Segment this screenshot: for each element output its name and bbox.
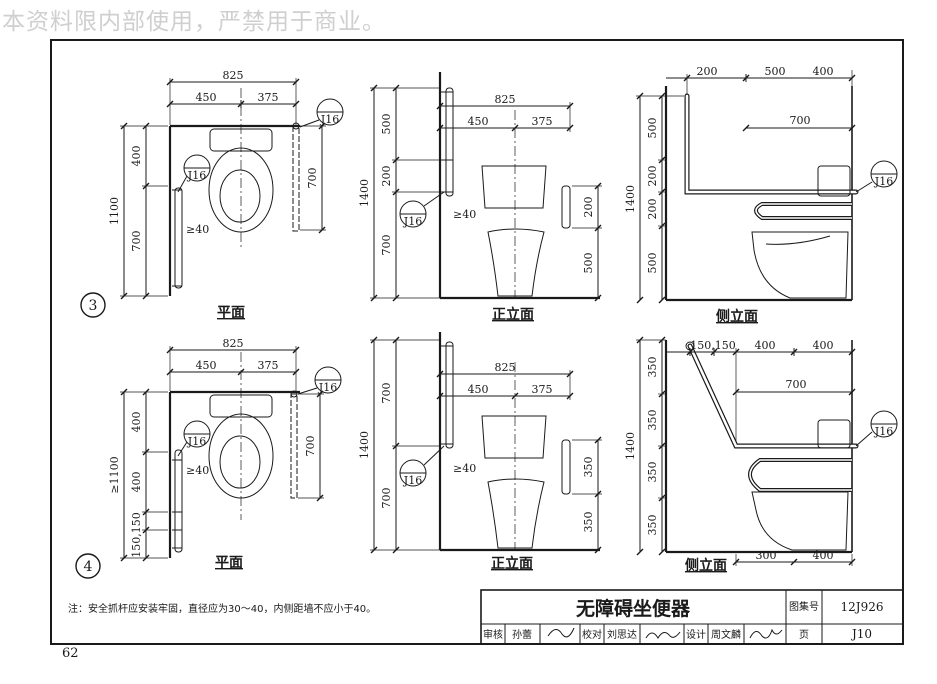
plan4-dim-b: 375 <box>258 359 279 372</box>
side4-dim-b1: 300 <box>756 549 777 562</box>
side3-dim-t1: 200 <box>697 65 718 78</box>
note-text: 注：安全抓杆应安装牢固，直径应为30～40，内侧距墙不应小于40。 <box>68 602 376 615</box>
side3-dim-t2: 500 <box>765 65 786 78</box>
plan-view-3 <box>80 78 344 318</box>
front3-dim-v2: 200 <box>380 166 393 187</box>
front-view-3 <box>370 72 602 302</box>
front3-dim-total: 825 <box>495 93 516 106</box>
side3-callout-label: J16 <box>874 175 893 188</box>
plan4-callout-top-label: J16 <box>318 381 337 394</box>
plan3-callout-left-label: J16 <box>187 169 206 182</box>
side3-dim-v-total: 1400 <box>624 185 637 213</box>
plan4-caption: 平面 <box>215 555 243 571</box>
side3-caption: 侧立面 <box>716 308 758 325</box>
side4-dim-v3: 350 <box>646 462 659 483</box>
plan4-dim-v2: 400 <box>130 472 143 493</box>
side4-dim-b2: 400 <box>813 549 834 562</box>
front4-dim-r2: 350 <box>582 512 595 533</box>
front3-dim-v1: 500 <box>380 114 393 135</box>
designer-signature <box>749 628 783 639</box>
front3-dim-b: 375 <box>532 115 553 128</box>
checker-signature <box>645 631 681 639</box>
plan3-dim-total: 825 <box>223 69 244 82</box>
side4-dim-v1: 350 <box>646 357 659 378</box>
page-number: 62 <box>62 646 79 661</box>
front4-callout-label: J16 <box>403 474 422 487</box>
side4-callout-label: J16 <box>874 425 893 438</box>
plan4-dim-v-total: ≥1100 <box>108 456 121 493</box>
front-view-4 <box>370 332 602 554</box>
side4-dim-mid: 700 <box>786 378 807 391</box>
designer-name: 周文麟 <box>711 628 741 641</box>
plan3-dim-a: 450 <box>196 91 217 104</box>
reviewer-signature <box>547 627 575 638</box>
reviewer-name: 孙蕾 <box>512 628 532 641</box>
side-view-3 <box>636 70 898 304</box>
atlas-number: 12J926 <box>841 600 884 614</box>
side3-dim-v2: 200 <box>646 166 659 187</box>
plan3-dim-bar: 700 <box>306 168 319 189</box>
front4-dim-v-total: 1400 <box>358 431 371 459</box>
plan3-dim-v1: 400 <box>130 146 143 167</box>
title-block <box>480 589 904 645</box>
page-code: J10 <box>850 627 872 641</box>
side4-dim-t2: 400 <box>755 339 776 352</box>
side4-dim-t1: 150,150 <box>690 339 736 352</box>
front3-dim-gap: ≥40 <box>453 208 476 221</box>
front3-callout-label: J16 <box>403 215 422 228</box>
row4-badge: 4 <box>84 559 93 575</box>
side3-dim-v4: 500 <box>646 253 659 274</box>
front4-dim-r1: 350 <box>582 457 595 478</box>
plan4-dim-gap: ≥40 <box>186 464 209 477</box>
front4-caption: 正立面 <box>491 555 533 572</box>
front3-dim-r2: 500 <box>582 253 595 274</box>
side3-dim-mid: 700 <box>790 114 811 127</box>
front4-dim-v1: 700 <box>380 383 393 404</box>
front4-dim-v2: 700 <box>380 488 393 509</box>
side4-dim-v4: 350 <box>646 515 659 536</box>
plan3-callout-top-label: J16 <box>320 113 339 126</box>
front4-dim-a: 450 <box>468 383 489 396</box>
plan4-dim-bar: 700 <box>304 436 317 457</box>
front3-dim-r1: 200 <box>582 197 595 218</box>
check-label: 校对 <box>582 628 602 641</box>
plan3-caption: 平面 <box>217 305 245 321</box>
plan3-dim-gap: ≥40 <box>186 223 209 236</box>
front4-dim-total: 825 <box>495 361 516 374</box>
title-block-title: 无障碍坐便器 <box>576 597 691 620</box>
side3-dim-t3: 400 <box>813 65 834 78</box>
plan-view-4 <box>75 346 342 579</box>
side4-dim-t3: 400 <box>813 339 834 352</box>
side3-dim-v3: 200 <box>646 199 659 220</box>
page-label: 页 <box>799 629 809 641</box>
atlas-label: 图集号 <box>789 600 819 613</box>
plan3-dim-v2: 700 <box>130 231 143 252</box>
row3-badge: 3 <box>89 298 98 314</box>
side4-dim-v2: 350 <box>646 410 659 431</box>
side3-dim-v1: 500 <box>646 118 659 139</box>
plan4-dim-a: 450 <box>196 359 217 372</box>
side-view-4 <box>636 336 898 566</box>
front4-dim-b: 375 <box>532 383 553 396</box>
front3-dim-v3: 700 <box>380 235 393 256</box>
plan4-dim-v1: 400 <box>130 412 143 433</box>
front4-dim-gap: ≥40 <box>453 462 476 475</box>
plan3-dim-v-total: 1100 <box>108 197 121 225</box>
plan4-callout-left-label: J16 <box>187 435 206 448</box>
side4-dim-v-total: 1400 <box>624 432 637 460</box>
front3-dim-a: 450 <box>468 115 489 128</box>
front3-dim-v-total: 1400 <box>358 179 371 207</box>
design-label: 设计 <box>686 628 706 641</box>
sheet-border <box>50 39 904 645</box>
plan3-dim-b: 375 <box>258 91 279 104</box>
review-label: 审核 <box>483 628 503 641</box>
front3-caption: 正立面 <box>492 306 534 323</box>
plan4-dim-total: 825 <box>223 337 244 350</box>
watermark: 本资料限内部使用，严禁用于商业。 <box>2 9 386 35</box>
side4-caption: 侧立面 <box>685 557 727 574</box>
checker-name: 刘思达 <box>607 629 637 641</box>
plan4-dim-v3: 150,150 <box>130 512 143 558</box>
